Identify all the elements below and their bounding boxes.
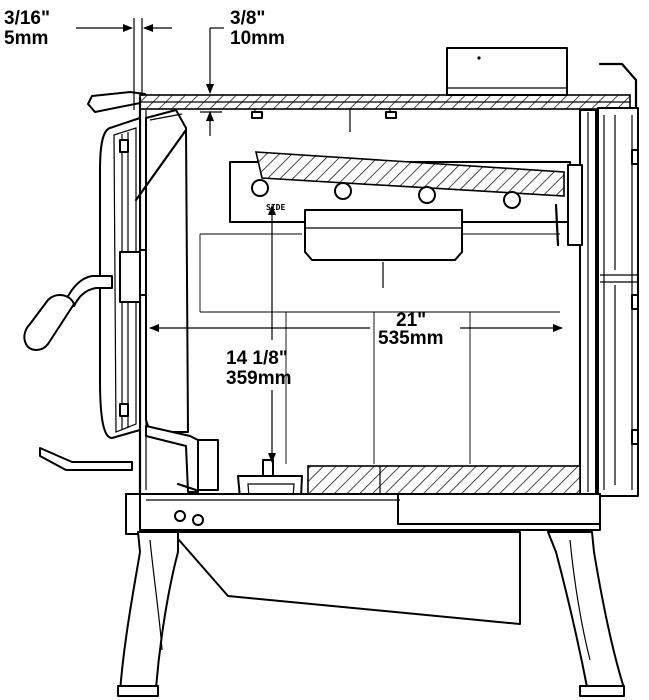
- door-gap-metric: 5mm: [4, 28, 48, 49]
- stove-base: [125, 493, 601, 535]
- door-gap-imperial: 3/16": [4, 8, 50, 29]
- firebrick-lining: [199, 233, 560, 464]
- dimension-floor-height: 14 1/8" 359mm: [226, 205, 292, 463]
- rear-leg: [547, 531, 625, 697]
- rear-heat-shield: [597, 62, 639, 497]
- floor-height-imperial: 14 1/8": [226, 348, 288, 369]
- ash-lip: [39, 447, 133, 471]
- baffle: SIDE: [229, 151, 583, 247]
- front-leg: [117, 531, 179, 697]
- top-gap-metric: 10mm: [230, 28, 285, 49]
- firebox-depth-metric: 535mm: [378, 328, 444, 349]
- dimension-door-gap: 3/16" 5mm: [4, 8, 172, 110]
- top-gap-imperial: 3/8": [230, 8, 265, 29]
- air-manifold: [304, 209, 463, 288]
- part-label: SIDE: [266, 203, 285, 212]
- dimension-top-gap: 3/8" 10mm: [200, 8, 285, 136]
- flue-collar: [446, 47, 568, 96]
- firebox-depth-imperial: 21": [396, 310, 426, 331]
- floor-height-metric: 359mm: [226, 368, 292, 389]
- firebox-back-wall: [579, 109, 597, 496]
- top-plate: [87, 91, 631, 132]
- lower-air-channel: [145, 425, 219, 493]
- door-glass: [134, 109, 189, 433]
- dimension-firebox-depth: 21" 535mm: [149, 310, 563, 349]
- lower-skirt: [171, 531, 521, 625]
- door-handle: [23, 275, 113, 351]
